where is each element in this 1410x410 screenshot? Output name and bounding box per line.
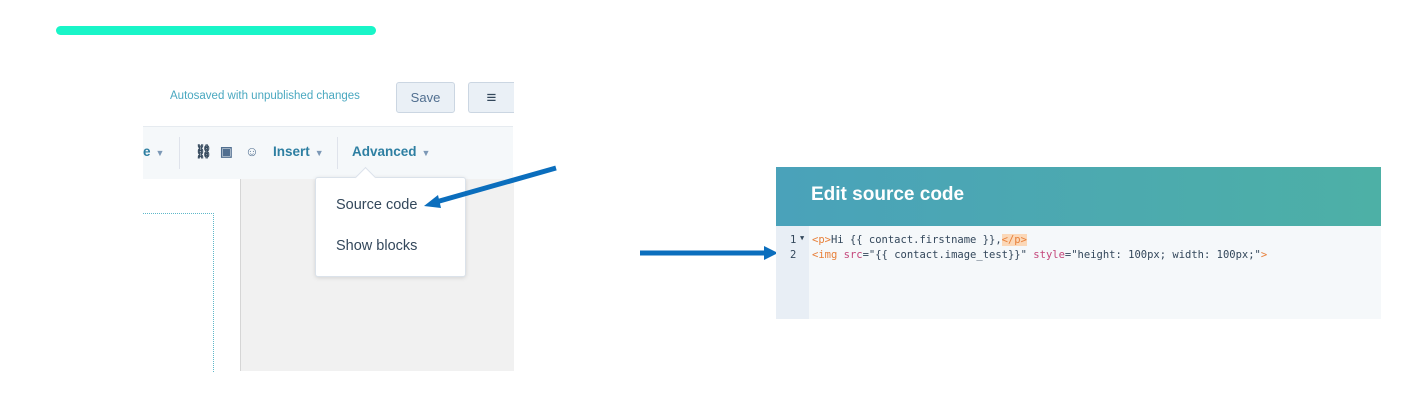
- editor-canvas[interactable]: [143, 179, 240, 371]
- menu-item-show-blocks[interactable]: Show blocks: [336, 238, 418, 254]
- code-token: ="{{ contact.image_test}}": [862, 249, 1027, 261]
- editor-toolbar: e▼ ⛓ ▣ ☺ Insert▼ Advanced▼: [143, 126, 513, 179]
- style-dropdown[interactable]: e▼: [143, 144, 164, 159]
- insert-dropdown[interactable]: Insert ▼: [273, 144, 324, 159]
- hamburger-icon[interactable]: ≡: [468, 82, 514, 113]
- code-token: </p>: [1001, 234, 1027, 246]
- modal-title: Edit source code: [811, 184, 965, 205]
- fold-icon[interactable]: ▼: [800, 234, 805, 242]
- style-label: e: [143, 144, 151, 159]
- link-icon[interactable]: ⛓: [195, 144, 213, 159]
- code-token: <img: [812, 249, 838, 261]
- autosave-status: Autosaved with unpublished changes: [170, 90, 360, 102]
- code-line: <img src="{{ contact.image_test}}" style…: [812, 249, 1267, 261]
- chevron-down-icon: ▼: [155, 148, 165, 158]
- image-icon[interactable]: ▣: [220, 144, 233, 159]
- divider: [337, 137, 338, 169]
- save-button[interactable]: Save: [396, 82, 455, 113]
- insert-label: Insert: [273, 144, 310, 159]
- code-token: <p>: [812, 234, 831, 246]
- code-token: Hi {{ contact.firstname }},: [830, 234, 1002, 246]
- code-line: <p>Hi {{ contact.firstname }},</p>: [812, 234, 1027, 246]
- code-token: src: [843, 249, 863, 261]
- modal-header: Edit source code: [776, 167, 1381, 226]
- line-gutter: 1 ▼ 2: [776, 226, 809, 319]
- emoji-icon[interactable]: ☺: [245, 144, 259, 159]
- line-number: 2: [790, 249, 797, 261]
- chevron-down-icon: ▼: [314, 148, 324, 158]
- menu-item-source-code[interactable]: Source code: [336, 197, 418, 213]
- advanced-menu: Source code Show blocks: [315, 177, 466, 277]
- code-token: style: [1033, 249, 1065, 261]
- arrow-icon: [424, 165, 557, 208]
- chevron-down-icon: ▼: [421, 148, 431, 158]
- advanced-dropdown[interactable]: Advanced ▼: [352, 144, 430, 159]
- line-number: 1: [790, 234, 797, 246]
- code-token: >: [1260, 249, 1268, 261]
- arrow-icon: [640, 246, 778, 260]
- content-block-outline: [143, 213, 214, 372]
- code-editor[interactable]: 1 ▼ 2 <p>Hi {{ contact.firstname }},</p>…: [776, 226, 1381, 319]
- advanced-label: Advanced: [352, 144, 417, 159]
- progress-bar: [56, 26, 376, 35]
- code-token: ="height: 100px; width: 100px;": [1064, 249, 1261, 261]
- divider: [179, 137, 180, 169]
